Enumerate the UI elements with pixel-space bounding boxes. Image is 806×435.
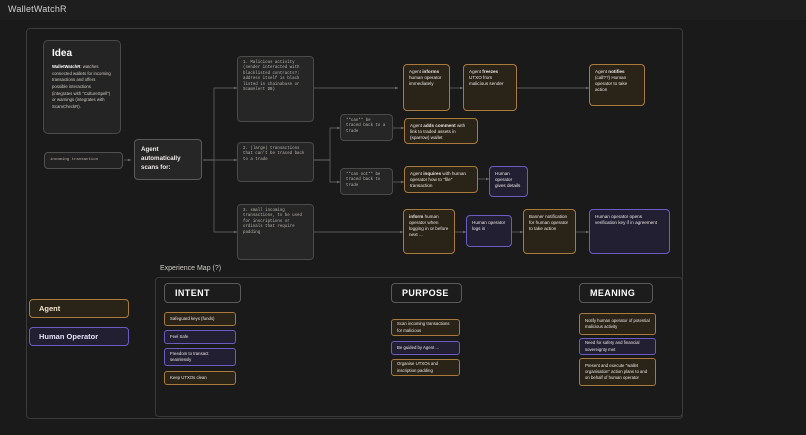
intent-item-3: Freedom to transact seamlessly — [164, 348, 236, 366]
incoming-transaction-node: incoming transaction — [44, 152, 123, 169]
row1-node-2-strong: freezes — [482, 69, 499, 74]
intent-item-2: Feel Safe — [164, 330, 236, 344]
row1-node-1-strong: informs — [422, 69, 440, 74]
row2-node-1-rest: with link to traded assets in (sparrow) … — [410, 123, 466, 141]
meaning-item-1: Notify human operator of potential malic… — [579, 313, 656, 335]
edge-label-traced: **can** be traced back to a trade — [340, 114, 393, 141]
intent-item-4: Keep UTXOs clean — [164, 371, 236, 385]
idea-lead: WalletWatchR — [52, 64, 81, 69]
row4-node-4: Human operator opens verification key if… — [589, 209, 670, 254]
row3-node-1: Agent inquires with human operator how t… — [404, 166, 478, 193]
row3-node-1-rest: with human operator how to "file" transa… — [410, 171, 466, 189]
idea-card: Idea WalletWatchR: watches connected wal… — [43, 40, 121, 134]
row2-node-1-lead: Agent — [410, 123, 424, 128]
agent-scans-node: Agent automatically scans for: — [134, 139, 202, 180]
row4-node-1: inform human operator when logging in or… — [403, 209, 455, 254]
idea-title: Idea — [52, 48, 73, 59]
row1-node-3-lead: Agent — [595, 69, 609, 74]
row2-node-1-strong: adds comment — [423, 123, 456, 128]
row1-node-3: Agent notifies (call??) Human operator t… — [589, 64, 645, 106]
column-heading-purpose: PURPOSE — [391, 283, 462, 303]
row3-node-1-strong: inquires — [423, 171, 442, 176]
row3-node-2: Human operator gives details — [489, 166, 528, 197]
incoming-transaction-label: incoming transaction — [50, 157, 99, 162]
row1-node-2-rest: UTXO from malicious sender — [469, 75, 504, 87]
purpose-item-2: Be guided by Agent ... — [391, 341, 460, 355]
row1-node-1: Agent informs human operator immediately — [403, 64, 450, 111]
row1-node-2: Agent freezes UTXO from malicious sender — [463, 64, 517, 111]
row1-node-1-lead: Agent — [409, 69, 423, 74]
window-title: WalletWatchR — [8, 4, 67, 14]
row1-node-2-lead: Agent — [469, 69, 483, 74]
idea-body: WalletWatchR: watches connected wallets … — [52, 64, 112, 111]
purpose-item-3: Organise UTXOs and inscription padding — [391, 359, 460, 376]
experience-map-label: Experience Map (?) — [160, 265, 222, 272]
column-heading-intent: INTENT — [164, 283, 241, 303]
row4-node-1-strong: inform — [409, 214, 424, 219]
meaning-item-3: Present and execute "wallet organisation… — [579, 358, 656, 386]
row1-node-3-rest: (call??) Human operator to take action — [595, 75, 628, 93]
branch-node-3: 3. small incoming transactions, to be us… — [237, 204, 314, 260]
meaning-item-2: Need for safety and financial sovereignt… — [579, 338, 656, 355]
row2-node-1: Agent adds comment with link to traded a… — [404, 118, 478, 144]
branch-node-2: 2. (large) transactions that can't be tr… — [237, 142, 314, 182]
row1-node-3-strong: notifies — [608, 69, 625, 74]
window-titlebar — [0, 0, 806, 20]
column-heading-meaning: MEANING — [579, 283, 653, 303]
row4-node-1-rest: human operator when logging in or before… — [409, 214, 449, 238]
edge-label-not-traced: **can not** be traced back to trade — [340, 168, 393, 195]
legend-agent: Agent — [29, 299, 129, 318]
row3-node-1-lead: Agent — [410, 171, 424, 176]
purpose-item-1: Scan incoming transactions for malicious — [391, 319, 460, 336]
experience-map-frame — [155, 277, 683, 417]
intent-item-1: Safeguard keys (funds) — [164, 312, 236, 326]
row1-node-1-rest: human operator immediately — [409, 75, 442, 87]
row4-node-2: Human operator logs in — [466, 215, 512, 247]
branch-node-1: 1. Malicious activity (sender interacted… — [237, 56, 314, 122]
legend-human-operator: Human Operator — [29, 327, 129, 346]
idea-rest: : watches connected wallets for incoming… — [52, 64, 111, 109]
row4-node-3: Banner notification for human operator t… — [523, 209, 576, 254]
diagram-outer-frame — [26, 28, 683, 419]
